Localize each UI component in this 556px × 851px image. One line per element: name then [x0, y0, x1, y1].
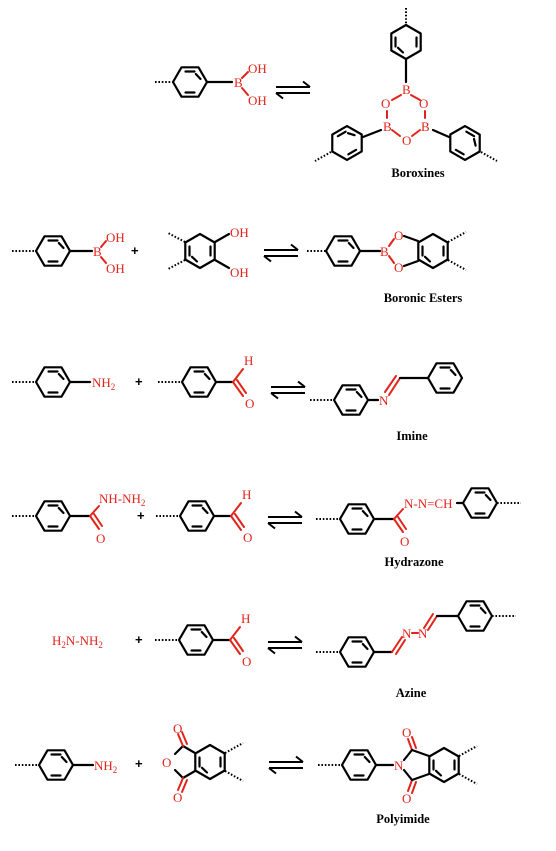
- hydroxyl-label: OH: [106, 261, 125, 276]
- boroxine-product: B O B O B O: [314, 8, 498, 166]
- reaction-5-azine: H2N-NH2 + H O N N Azine: [52, 600, 516, 700]
- hydroxyl-label: OH: [248, 93, 267, 108]
- amine-label: NH2: [94, 758, 117, 775]
- reaction-6-polyimide: NH2 + O O O N O: [15, 721, 478, 826]
- product-caption: Imine: [396, 429, 428, 443]
- product-caption: Polyimide: [376, 812, 430, 826]
- boron-label: B: [402, 82, 411, 97]
- hydrazide-reactant: NH-NH2 O: [12, 491, 145, 546]
- equilibrium-arrow: [275, 80, 311, 100]
- hydroxyl-label: OH: [230, 265, 249, 280]
- amine-label: NH2: [92, 375, 115, 392]
- hydrazone-linkage-label: N-N=CH: [404, 496, 453, 511]
- carbonyl-oxygen-label: O: [173, 790, 182, 805]
- hydroxyl-label: OH: [106, 230, 125, 245]
- reaction-3-imine: NH2 + H O N Imine: [12, 353, 464, 443]
- boron-label: B: [380, 244, 389, 259]
- imine-nitrogen-label: N: [379, 393, 389, 408]
- hydrazide-label: NH-NH2: [99, 491, 145, 508]
- anhydride-reactant: O O O: [162, 721, 244, 805]
- boron-label: B: [383, 119, 392, 134]
- product-caption: Boroxines: [391, 166, 444, 180]
- reaction-2-boronic-ester: B OH OH + OH OH B O O: [12, 225, 467, 305]
- amine-reactant: NH2: [15, 749, 117, 781]
- equilibrium-arrow: [267, 510, 303, 530]
- azine-product: N N: [316, 600, 516, 668]
- hydroxyl-label: OH: [230, 225, 249, 240]
- boron-label: B: [421, 119, 430, 134]
- carbonyl-oxygen-label: O: [402, 791, 411, 806]
- polyimide-product: N O O: [318, 725, 478, 806]
- product-caption: Azine: [396, 686, 427, 700]
- aldehyde-hydrogen-label: H: [242, 487, 251, 502]
- catechol-reactant: OH OH: [167, 225, 249, 280]
- plus-sign: +: [131, 243, 139, 258]
- oxygen-label: O: [394, 228, 403, 243]
- aldehyde-reactant: H O: [156, 487, 252, 545]
- carbonyl-oxygen-label: O: [243, 530, 252, 545]
- imide-nitrogen-label: N: [394, 758, 404, 773]
- carbonyl-oxygen-label: O: [402, 725, 411, 740]
- boronic-ester-product: B O O: [307, 228, 467, 275]
- oxygen-label: O: [402, 133, 411, 148]
- reaction-1-boroxine: B OH OH B O B O B O: [155, 8, 498, 180]
- aldehyde-reactant: H O: [158, 353, 254, 411]
- product-caption: Boronic Esters: [384, 291, 463, 305]
- plus-sign: +: [135, 756, 143, 771]
- boronic-acid-reactant: B OH OH: [155, 61, 267, 108]
- azine-nitrogen-label: N: [402, 626, 412, 641]
- plus-sign: +: [135, 632, 143, 647]
- equilibrium-arrow: [267, 635, 303, 655]
- aldehyde-hydrogen-label: H: [244, 353, 253, 368]
- carbonyl-oxygen-label: O: [96, 531, 105, 546]
- plus-sign: +: [135, 374, 143, 389]
- imine-product: N: [310, 362, 464, 416]
- boron-label: B: [93, 244, 102, 259]
- azine-nitrogen-label: N: [418, 626, 428, 641]
- carbonyl-oxygen-label: O: [242, 654, 251, 669]
- boron-label: B: [234, 75, 243, 90]
- oxygen-label: O: [419, 96, 428, 111]
- oxygen-label: O: [394, 260, 403, 275]
- boronic-acid-reactant: B OH OH: [12, 230, 125, 276]
- equilibrium-arrow: [268, 755, 304, 775]
- anhydride-oxygen-label: O: [162, 755, 171, 770]
- hydroxyl-label: OH: [248, 61, 267, 76]
- reaction-4-hydrazone: NH-NH2 O + H O N-N=CH O: [12, 487, 521, 569]
- hydrazone-product: N-N=CH O: [316, 487, 521, 549]
- oxygen-label: O: [381, 96, 390, 111]
- carbonyl-oxygen-label: O: [173, 721, 182, 736]
- product-caption: Hydrazone: [384, 555, 443, 569]
- equilibrium-arrow: [270, 380, 306, 400]
- plus-sign: +: [137, 508, 145, 523]
- hydrazine-label: H2N-NH2: [52, 633, 103, 650]
- equilibrium-arrow: [263, 243, 299, 263]
- aldehyde-reactant: H O: [155, 611, 251, 669]
- carbonyl-oxygen-label: O: [400, 534, 409, 549]
- amine-reactant: NH2: [12, 366, 115, 398]
- aldehyde-hydrogen-label: H: [241, 611, 250, 626]
- carbonyl-oxygen-label: O: [245, 396, 254, 411]
